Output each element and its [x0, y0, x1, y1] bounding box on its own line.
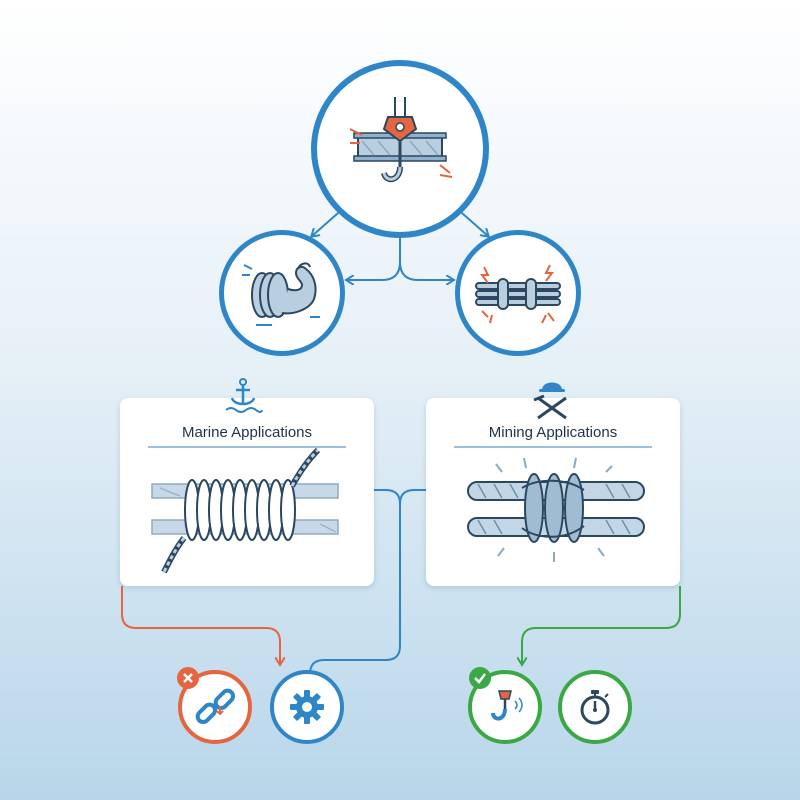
mining-tools-icon: [533, 382, 567, 420]
top-node: [311, 60, 489, 238]
cards-to-gear-line: [309, 489, 401, 675]
marine-card-divider: [148, 446, 346, 448]
gear-icon: [290, 690, 324, 724]
strength-node: [219, 230, 345, 356]
orange-arrow-failure: [121, 586, 280, 664]
marine-rope-illustration: [151, 447, 339, 574]
broken-chain-icon: [195, 688, 236, 725]
marine-card: Marine Applications: [120, 398, 374, 586]
crane-hook-icon: [491, 690, 523, 721]
lifting-node: [468, 670, 542, 744]
strength-rope-icon: [242, 262, 320, 326]
stopwatch-icon: [580, 690, 610, 725]
mining-card-divider: [454, 446, 652, 448]
card-connectors: [309, 489, 426, 675]
arrow-center-right: [399, 261, 453, 280]
mining-rope-illustration: [467, 457, 645, 562]
maintenance-node: [270, 670, 344, 744]
anchor-icon: [225, 378, 263, 413]
mining-join-line: [399, 489, 426, 505]
abrasion-node: [455, 230, 581, 356]
crane-hook-beam-icon: [349, 97, 453, 183]
check-badge: [469, 667, 491, 689]
error-badge: [177, 667, 199, 689]
marine-card-title: Marine Applications: [181, 424, 313, 441]
mining-card-title: Mining Applications: [488, 424, 618, 441]
rope-wear-icon: [475, 264, 561, 324]
green-arrow-lifting: [522, 586, 681, 664]
speed-node: [558, 670, 632, 744]
mining-card: Mining Applications: [426, 398, 680, 586]
